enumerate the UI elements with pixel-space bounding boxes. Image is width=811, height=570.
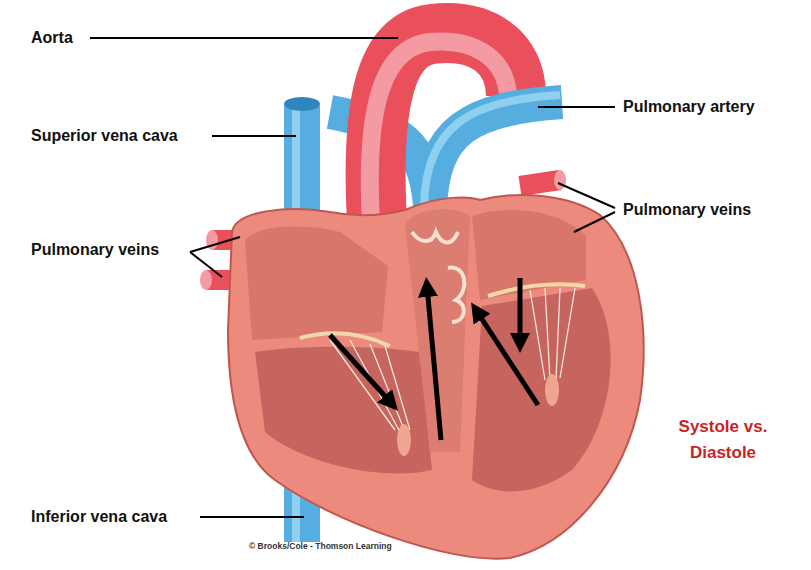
pulmonary-vein (520, 180, 560, 186)
papillary-muscle (545, 374, 559, 406)
leader-line (90, 37, 398, 39)
tricuspid-valve (300, 333, 390, 346)
leader-line (558, 183, 615, 232)
papillary-muscle (397, 424, 411, 456)
part-label: Pulmonary veins (30, 241, 160, 259)
mitral-valve (488, 284, 585, 296)
chordae-lines (530, 288, 575, 380)
part-label: Aorta (30, 29, 74, 47)
part-label: Inferior vena cava (30, 508, 168, 526)
vessel-opening (200, 270, 212, 290)
heart-wall (228, 195, 644, 559)
vessel-opening (554, 170, 566, 190)
vessel-opening (284, 97, 320, 111)
aortic-valve (448, 268, 464, 322)
left-atrium (472, 210, 586, 300)
flow-arrow (518, 278, 523, 344)
part-label: Pulmonary artery (622, 98, 756, 116)
right-ventricle (255, 347, 432, 474)
right-atrium (245, 227, 388, 340)
vessel-highlight (424, 95, 560, 205)
copyright-note: © Brooks/Cole - Thomson Learning (248, 542, 393, 552)
pulmonary-artery (430, 102, 562, 210)
leader-line (190, 237, 240, 277)
outflow-tract (405, 209, 470, 452)
leader-line (200, 516, 304, 518)
flow-arrow (330, 335, 392, 404)
flow-arrows (330, 278, 538, 440)
leader-line (212, 135, 296, 137)
semilunar-valve (412, 232, 458, 243)
flow-arrow (476, 310, 538, 405)
leader-lines (90, 38, 615, 517)
flow-arrow (427, 286, 441, 440)
left-ventricle (472, 288, 611, 491)
chordae-tendineae (330, 288, 575, 432)
diagram-title: Systole vs. Diastole (657, 414, 789, 465)
part-label: Pulmonary veins (622, 201, 752, 219)
part-label: Superior vena cava (30, 127, 179, 145)
chordae-lines (330, 340, 410, 432)
leader-line (538, 106, 615, 108)
